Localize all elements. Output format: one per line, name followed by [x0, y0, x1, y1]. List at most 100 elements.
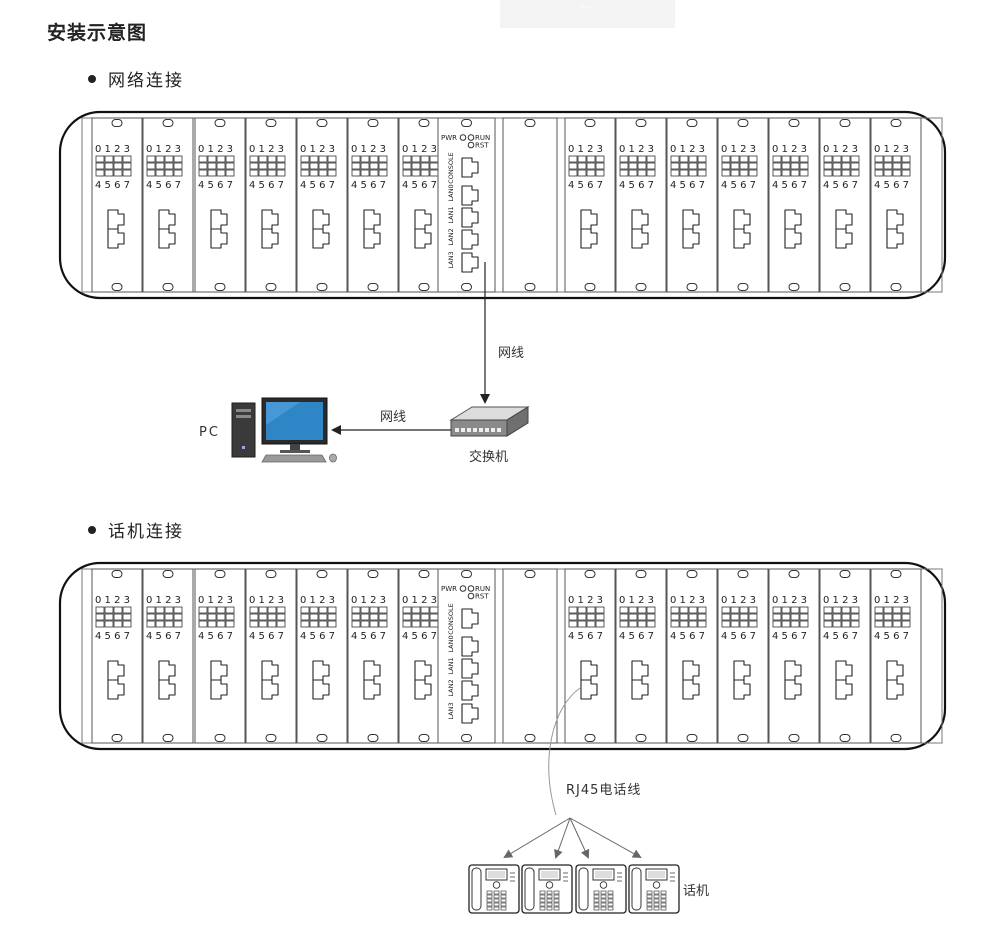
- mounting-hole-icon: [686, 734, 698, 742]
- port-indicator-icon: [577, 620, 587, 628]
- port-indicator-icon: [619, 155, 629, 163]
- rj45-port-icon: [107, 228, 125, 249]
- port-indicator-icon: [351, 606, 361, 614]
- port-indicator-icon: [721, 169, 731, 177]
- port-indicator-icon: [892, 155, 902, 163]
- port-indicator-icon: [799, 169, 809, 177]
- rj45-port-icon: [580, 679, 598, 700]
- port-indicator-icon: [586, 620, 596, 628]
- port-indicator-icon: [628, 162, 638, 170]
- port-indicator-icon: [670, 155, 680, 163]
- port-indicator-icon: [198, 162, 208, 170]
- port-indicator-icon: [225, 606, 235, 614]
- card-port-numbers-top: 0 1 2 3: [249, 144, 284, 155]
- rj45-port-icon: [682, 679, 700, 700]
- section-network-heading: 网络连接: [88, 66, 184, 91]
- port-indicator-icon: [420, 606, 430, 614]
- port-indicator-icon: [874, 613, 884, 621]
- mounting-hole-icon: [788, 119, 800, 127]
- card-port-numbers-top: 0 1 2 3: [874, 144, 909, 155]
- rj45-cable: [548, 687, 581, 816]
- rj45-port-icon: [414, 228, 432, 249]
- port-indicator-icon: [351, 155, 361, 163]
- mounting-hole-icon: [890, 570, 902, 578]
- port-indicator-icon: [883, 155, 893, 163]
- port-indicator-icon: [646, 162, 656, 170]
- port-indicator-icon: [402, 620, 412, 628]
- port-indicator-icon: [95, 620, 105, 628]
- port-indicator-icon: [730, 169, 740, 177]
- rj45-port-icon: [363, 679, 381, 700]
- port-indicator-icon: [823, 162, 833, 170]
- card-port-numbers-bottom: 4 5 6 7: [300, 631, 335, 642]
- port-indicator-icon: [637, 606, 647, 614]
- port-indicator-icon: [113, 606, 123, 614]
- port-indicator-icon: [781, 613, 791, 621]
- mounting-hole-icon: [111, 734, 123, 742]
- port-indicator-icon: [568, 606, 578, 614]
- port-indicator-icon: [300, 155, 310, 163]
- line-card: 0 1 2 34 5 6 7: [717, 568, 769, 744]
- mounting-hole-icon: [635, 283, 647, 291]
- port-indicator-icon: [146, 155, 156, 163]
- rj45-port-icon: [461, 207, 479, 228]
- port-indicator-icon: [411, 620, 421, 628]
- mounting-hole-icon: [524, 283, 536, 291]
- port-indicator-icon: [155, 606, 165, 614]
- port-indicator-icon: [637, 169, 647, 177]
- mounting-hole-icon: [367, 570, 379, 578]
- card-port-numbers-top: 0 1 2 3: [772, 144, 807, 155]
- control-port-label: LAN1: [447, 657, 455, 674]
- port-indicator-icon: [369, 613, 379, 621]
- card-port-numbers-bottom: 4 5 6 7: [874, 631, 909, 642]
- control-port-label: CONSOLE: [447, 603, 455, 635]
- rj45-port-icon: [835, 228, 853, 249]
- line-card: 0 1 2 34 5 6 7: [564, 568, 616, 744]
- card-port-numbers-bottom: 4 5 6 7: [351, 180, 386, 191]
- card-port-numbers-bottom: 4 5 6 7: [619, 180, 654, 191]
- card-port-numbers-bottom: 4 5 6 7: [670, 631, 705, 642]
- port-indicator-icon: [850, 162, 860, 170]
- blank-slot: [502, 117, 558, 293]
- card-port-numbers-bottom: 4 5 6 7: [198, 180, 233, 191]
- port-indicator-icon: [420, 620, 430, 628]
- port-indicator-icon: [327, 155, 337, 163]
- port-indicator-icon: [216, 162, 226, 170]
- port-indicator-icon: [258, 169, 268, 177]
- card-port-numbers-top: 0 1 2 3: [249, 595, 284, 606]
- rj45-port-icon: [733, 679, 751, 700]
- port-indicator-icon: [568, 155, 578, 163]
- port-indicator-icon: [267, 155, 277, 163]
- port-indicator-icon: [748, 606, 758, 614]
- port-indicator-icon: [721, 155, 731, 163]
- line-card: 0 1 2 34 5 6 7: [296, 117, 348, 293]
- port-indicator-icon: [146, 162, 156, 170]
- port-indicator-icon: [628, 155, 638, 163]
- port-indicator-icon: [249, 162, 259, 170]
- mounting-hole-icon: [524, 734, 536, 742]
- port-indicator-icon: [595, 155, 605, 163]
- port-indicator-icon: [841, 620, 851, 628]
- port-indicator-icon: [874, 606, 884, 614]
- port-indicator-icon: [122, 606, 132, 614]
- port-indicator-icon: [697, 155, 707, 163]
- rst-label: RST: [475, 142, 489, 150]
- port-indicator-icon: [327, 620, 337, 628]
- port-indicator-icon: [619, 606, 629, 614]
- port-indicator-icon: [628, 169, 638, 177]
- line-card: 0 1 2 34 5 6 7: [347, 117, 399, 293]
- mounting-hole-icon: [367, 734, 379, 742]
- mounting-hole-icon: [265, 734, 277, 742]
- port-indicator-icon: [360, 606, 370, 614]
- port-indicator-icon: [369, 606, 379, 614]
- port-indicator-icon: [697, 169, 707, 177]
- card-port-numbers-bottom: 4 5 6 7: [823, 180, 858, 191]
- rj45-port-icon: [461, 229, 479, 250]
- port-indicator-icon: [772, 162, 782, 170]
- card-port-numbers-top: 0 1 2 3: [351, 595, 386, 606]
- port-indicator-icon: [360, 169, 370, 177]
- port-indicator-icon: [378, 162, 388, 170]
- phone-icon: [468, 864, 520, 914]
- port-indicator-icon: [249, 155, 259, 163]
